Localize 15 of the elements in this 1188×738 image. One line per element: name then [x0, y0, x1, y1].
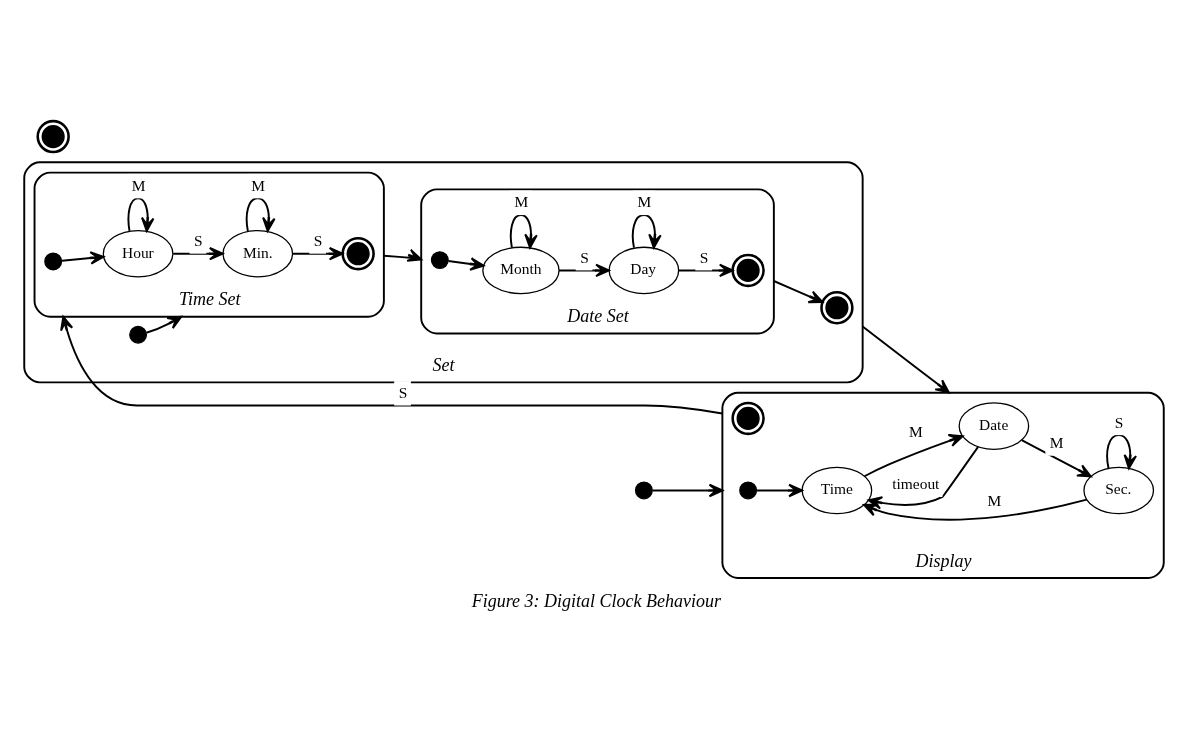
edge-label: M [908, 422, 923, 440]
caption: Figure 3: Digital Clock Behaviour [471, 590, 722, 611]
edge-label: M [987, 491, 1002, 509]
edge-label: S [1114, 413, 1124, 431]
edge-label: S [398, 383, 408, 401]
edge-label: M [1049, 433, 1064, 451]
edge-label: S [194, 231, 203, 249]
edge-label: M [514, 192, 529, 210]
edge-label: M [251, 176, 266, 194]
edge-label: M [637, 192, 652, 210]
edge-label: S [580, 248, 589, 266]
edge-label: timeout [892, 474, 940, 492]
edge-label: S [699, 248, 709, 266]
edge-label: S [313, 231, 323, 249]
edge-label: M [131, 176, 146, 194]
